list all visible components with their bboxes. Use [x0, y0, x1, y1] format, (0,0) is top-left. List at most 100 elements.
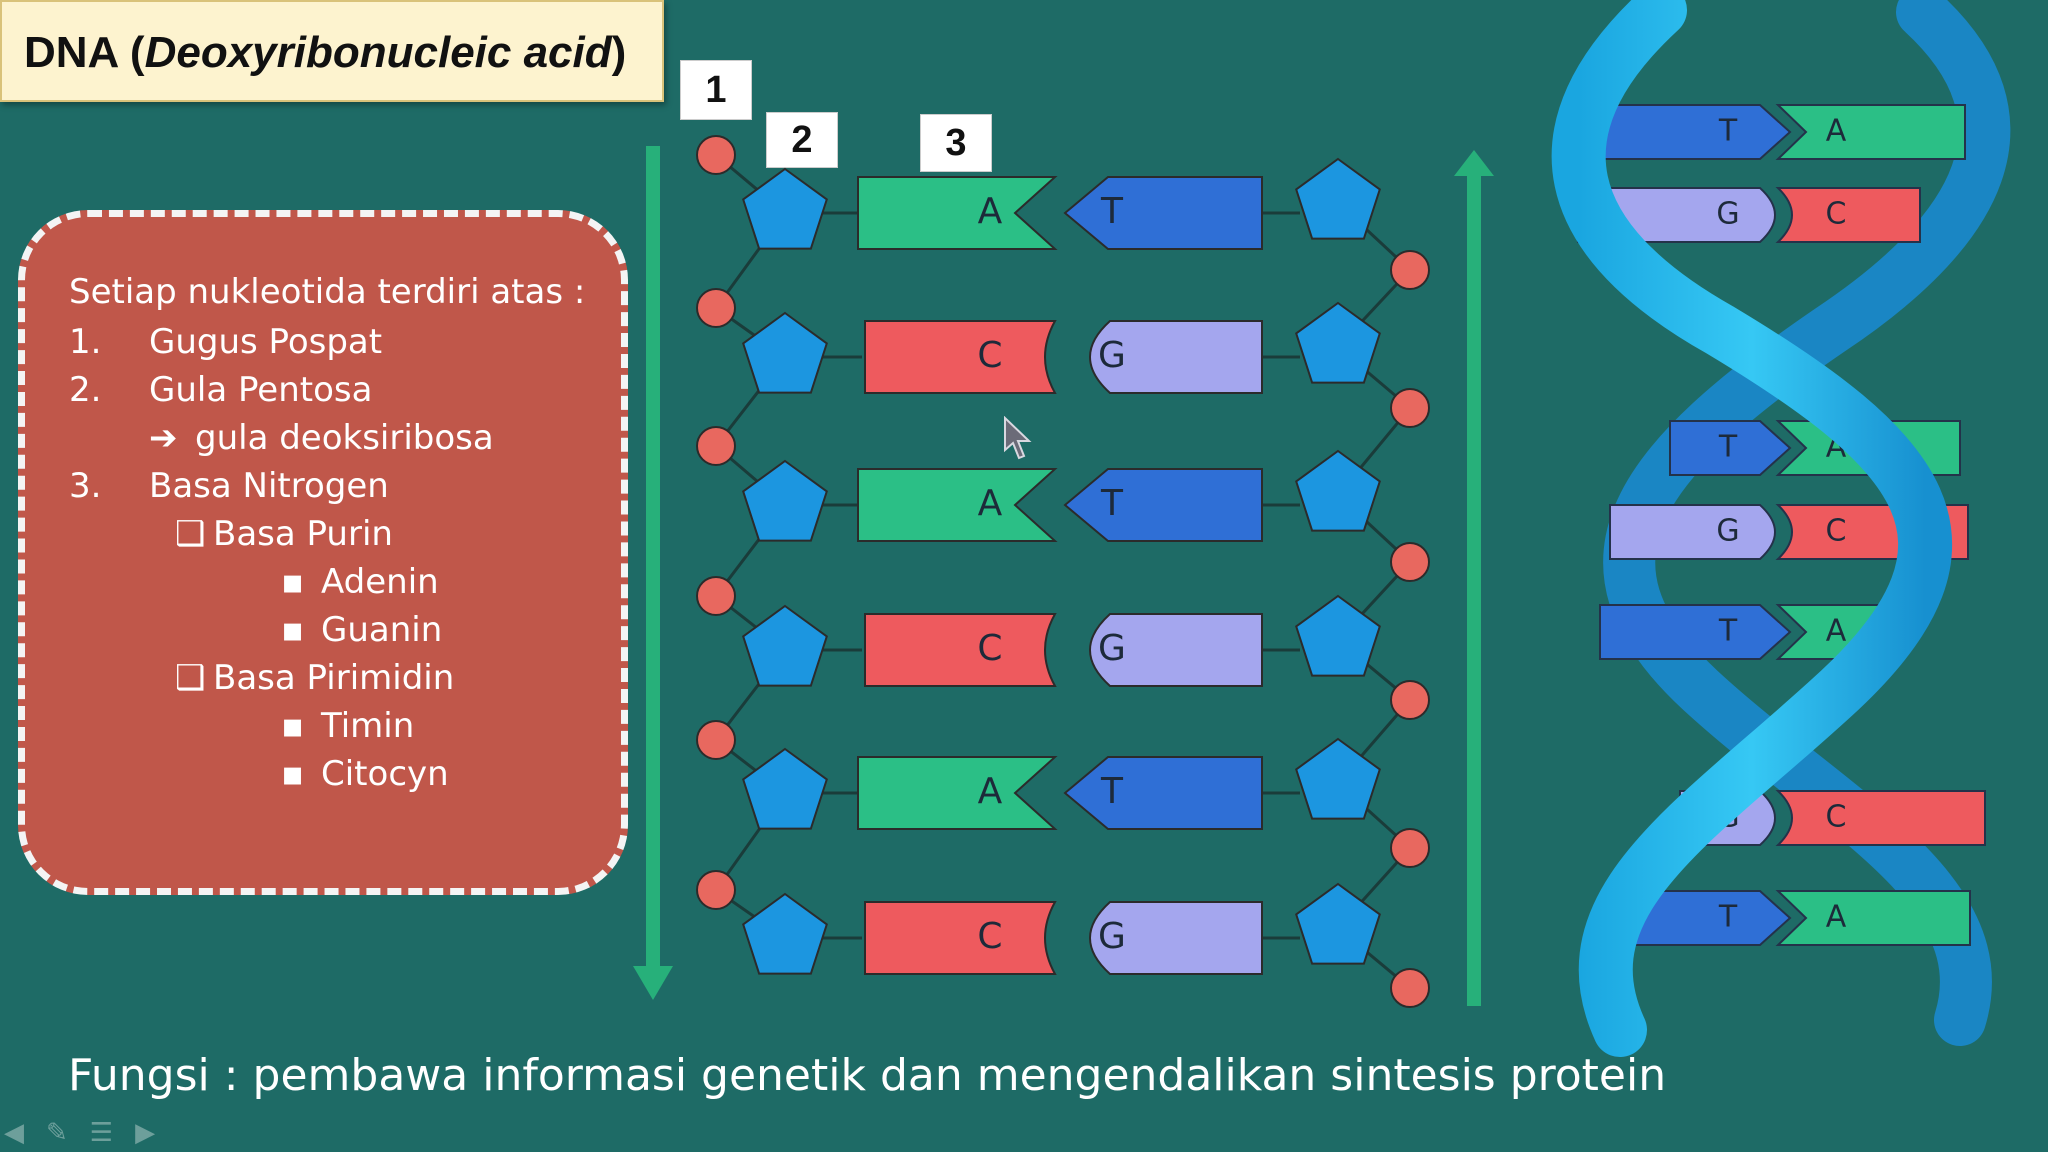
phosphate-circle — [696, 720, 736, 760]
base-guanine — [1089, 320, 1263, 394]
pen-icon[interactable]: ✎ — [46, 1118, 68, 1148]
prev-slide-icon[interactable]: ◀ — [4, 1118, 24, 1148]
base-letter-A: A — [978, 771, 1003, 812]
helix-letter-A: A — [1826, 614, 1847, 649]
bullet-icon: ▪ — [281, 754, 305, 794]
helix-base-cytosine — [1775, 790, 1986, 846]
mouse-cursor-icon — [1004, 416, 1032, 460]
sugar-pentagon — [1295, 594, 1381, 677]
helix-letter-T: T — [1718, 900, 1738, 935]
sugar-pentagon — [1295, 449, 1381, 532]
menu-icon[interactable]: ☰ — [89, 1118, 114, 1148]
base-thymine — [1063, 468, 1263, 542]
info-item-gula-pentosa: Gula Pentosa — [149, 370, 373, 410]
base-letter-T: T — [1100, 483, 1124, 524]
sugar-pentagon — [742, 747, 828, 830]
helix-base-thymine — [1669, 420, 1792, 476]
phosphate-circle — [1390, 250, 1430, 290]
phosphate-circle — [1390, 968, 1430, 1008]
title-prefix: DNA ( — [24, 28, 145, 77]
sugar-pentagon — [1295, 157, 1381, 240]
helix-base-thymine — [1599, 604, 1792, 660]
info-item-adenin: Adenin — [321, 562, 439, 602]
info-heading: Setiap nukleotida terdiri atas : — [69, 272, 586, 312]
base-letter-G: G — [1098, 628, 1126, 669]
info-item-gula-deoksiribosa: gula deoksiribosa — [195, 418, 494, 458]
phosphate-circle — [1390, 680, 1430, 720]
info-item-number: 1. — [69, 322, 102, 362]
label-base-number: 3 — [920, 114, 992, 172]
sugar-pentagon — [742, 604, 828, 687]
helix-letter-T: T — [1718, 614, 1738, 649]
info-item-timin: Timin — [321, 706, 415, 746]
base-thymine — [1063, 756, 1263, 830]
label-phosphate-number: 1 — [680, 60, 752, 120]
info-item-basa-nitrogen: Basa Nitrogen — [149, 466, 389, 506]
base-letter-T: T — [1100, 771, 1124, 812]
base-letter-C: C — [977, 335, 1002, 376]
helix-letter-C: C — [1826, 800, 1847, 835]
title-box: DNA (Deoxyribonucleic acid) — [0, 0, 664, 102]
sugar-pentagon — [742, 167, 828, 250]
base-letter-G: G — [1098, 335, 1126, 376]
sugar-pentagon — [1295, 882, 1381, 965]
base-guanine — [1089, 613, 1263, 687]
base-guanine — [1089, 901, 1263, 975]
helix-base-cytosine — [1775, 187, 1921, 243]
helix-strand-front — [1551, 0, 1953, 1057]
helix-letter-G: G — [1716, 514, 1739, 549]
function-caption: Fungsi : pembawa informasi genetik dan m… — [68, 1050, 1667, 1101]
sugar-pentagon — [742, 311, 828, 394]
base-adenine — [857, 468, 1058, 542]
base-adenine — [857, 176, 1058, 250]
phosphate-circle — [696, 135, 736, 175]
info-item-number: 2. — [69, 370, 102, 410]
helix-letter-C: C — [1826, 197, 1847, 232]
helix-base-adenine — [1775, 104, 1966, 160]
info-item-basa-purin: Basa Purin — [213, 514, 393, 554]
direction-arrow-down — [633, 146, 673, 1000]
helix-letter-C: C — [1826, 514, 1847, 549]
base-cytosine — [864, 320, 1057, 394]
arrow-icon: ➔ — [149, 418, 178, 458]
base-letter-T: T — [1100, 191, 1124, 232]
base-letter-G: G — [1098, 916, 1126, 957]
next-slide-icon[interactable]: ▶ — [135, 1118, 156, 1148]
base-letter-A: A — [978, 191, 1003, 232]
base-cytosine — [864, 613, 1057, 687]
bullet-icon: ▪ — [281, 562, 305, 602]
phosphate-circle — [1390, 542, 1430, 582]
title-italic: Deoxyribonucleic acid — [144, 28, 612, 77]
phosphate-circle — [696, 870, 736, 910]
info-item-guanin: Guanin — [321, 610, 443, 650]
phosphate-circle — [1390, 388, 1430, 428]
base-cytosine — [864, 901, 1057, 975]
helix-letter-A: A — [1826, 114, 1847, 149]
sugar-pentagon — [742, 892, 828, 975]
info-item-basa-pirimidin: Basa Pirimidin — [213, 658, 455, 698]
base-letter-C: C — [977, 916, 1002, 957]
helix-letter-A: A — [1826, 900, 1847, 935]
info-item-gugus-pospat: Gugus Pospat — [149, 322, 383, 362]
base-thymine — [1063, 176, 1263, 250]
info-item-citocyn: Citocyn — [321, 754, 449, 794]
phosphate-circle — [696, 426, 736, 466]
bullet-icon: ▪ — [281, 610, 305, 650]
nucleotide-info-box: Setiap nukleotida terdiri atas : 1. Gugu… — [18, 210, 628, 895]
helix-base-guanine — [1609, 504, 1776, 560]
helix-letter-T: T — [1718, 114, 1738, 149]
slide-toolbar: ◀ ✎ ☰ ▶ — [4, 1118, 155, 1148]
bullet-icon: ▪ — [281, 706, 305, 746]
sugar-pentagon — [742, 459, 828, 542]
helix-base-adenine — [1775, 890, 1971, 946]
helix-letter-G: G — [1716, 197, 1739, 232]
checkbox-icon: ❑ — [175, 658, 206, 698]
phosphate-circle — [696, 288, 736, 328]
base-letter-C: C — [977, 628, 1002, 669]
page-title: DNA (Deoxyribonucleic acid) — [24, 28, 626, 78]
sugar-pentagon — [1295, 301, 1381, 384]
phosphate-circle — [696, 576, 736, 616]
